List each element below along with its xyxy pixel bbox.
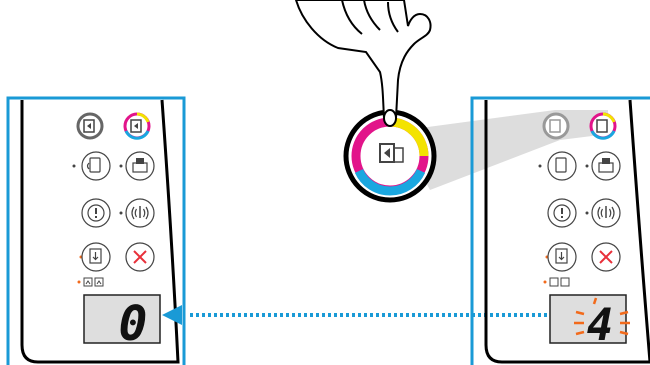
ink-black-icon [550,278,558,286]
copy-color-icon[interactable] [591,114,615,138]
cancel-icon[interactable] [126,243,154,271]
info-icon[interactable] [548,152,576,180]
copy-color-icon[interactable] [125,114,149,138]
copy-black-icon[interactable] [78,114,102,138]
cancel-icon[interactable] [592,243,620,271]
wireless-icon[interactable] [592,199,620,227]
ink-black-icon [84,278,92,286]
copy-black-icon[interactable] [544,114,568,138]
left-display-digit: 0 [119,296,148,352]
resume-icon[interactable] [82,243,110,271]
info-icon[interactable] [82,152,110,180]
transition-arrow [162,305,548,325]
print-scan-icon[interactable] [592,152,620,180]
right-display-digit: 4 [587,300,614,351]
ink-color-icon [561,278,569,286]
print-scan-icon[interactable] [126,152,154,180]
pressing-hand [296,0,431,126]
attention-icon[interactable] [548,199,576,227]
wireless-icon[interactable] [126,199,154,227]
resume-icon[interactable] [548,243,576,271]
ink-color-icon [95,278,103,286]
attention-icon[interactable] [82,199,110,227]
left-control-panel: 0 [8,98,184,365]
right-panel-curve [630,100,650,362]
